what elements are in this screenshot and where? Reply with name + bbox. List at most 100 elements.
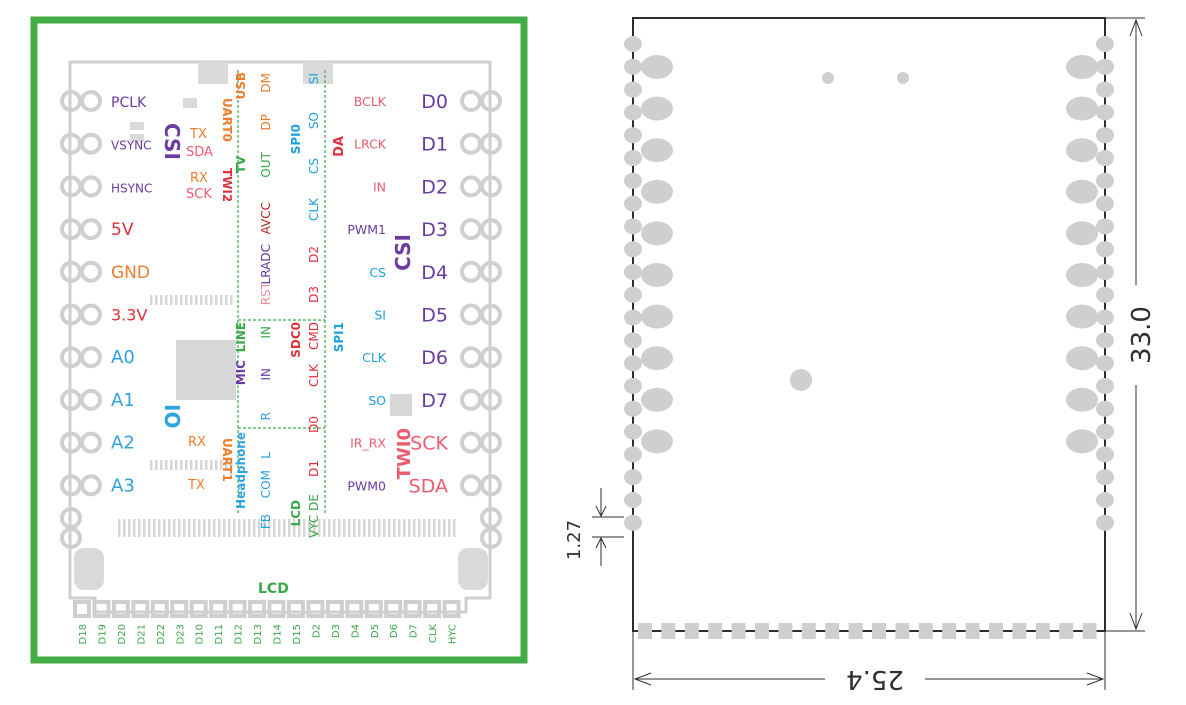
- hatch-tick: [193, 519, 196, 537]
- hatch-tick: [238, 519, 241, 537]
- sdc0-d1-label: D1: [307, 460, 321, 477]
- left-inner-pad: [641, 96, 673, 121]
- bottom-pad: [73, 600, 91, 618]
- bottom-pin-label: CLK: [428, 624, 439, 644]
- hatch-tick: [443, 519, 446, 537]
- line-group-label: LINE: [234, 322, 248, 352]
- spi0-group-label: SPI0: [289, 124, 303, 154]
- module-outline: [632, 17, 1106, 632]
- bottom-edge-pad: [1035, 623, 1050, 639]
- hatch-tick: [358, 519, 361, 537]
- left-edge-pad: [624, 492, 642, 508]
- right-pin-label: D6: [421, 347, 448, 369]
- hatch-tick: [225, 295, 228, 305]
- csi-left-group-label: CSI: [160, 123, 184, 160]
- left-inner-pad: [80, 175, 102, 198]
- tv-out-label: OUT: [259, 151, 273, 177]
- right-pin-label: D1: [421, 134, 448, 156]
- left-edge-pad: [624, 150, 642, 166]
- inner-pin-label: IR_RX: [350, 436, 386, 451]
- right-edge-pad: [1096, 514, 1114, 531]
- left-pin-label: A0: [111, 347, 135, 368]
- right-edge-pad: [1096, 195, 1114, 212]
- mic-in-label: IN: [259, 368, 273, 381]
- hatch-tick: [438, 519, 441, 537]
- hatch-tick: [153, 519, 156, 537]
- footprint-bottom-pads: [638, 623, 1097, 639]
- hatch-tick: [225, 460, 228, 470]
- sdc0-group-label: SDC0: [289, 322, 303, 358]
- hatch-tick: [383, 519, 386, 537]
- sdc0-d3-label: D3: [307, 286, 321, 303]
- left-pin-label: 3.3V: [111, 306, 147, 325]
- hatch-tick: [155, 295, 158, 305]
- left-inner-pad: [80, 388, 102, 411]
- hatch-tick: [148, 519, 151, 537]
- width-arrow-right: [1086, 672, 1105, 686]
- hatch-tick: [163, 519, 166, 537]
- hatch-tick: [388, 519, 391, 537]
- left-pin-header: [60, 90, 102, 549]
- hatch-tick: [278, 519, 281, 537]
- left-pin-label: GND: [111, 263, 150, 283]
- hatch-tick: [200, 295, 203, 305]
- width-arrow-left: [633, 672, 652, 686]
- lcd-vertical-group-label: LCD: [289, 500, 303, 526]
- lcd-bottom-label: LCD: [258, 581, 289, 597]
- fiducial-3: [790, 369, 812, 391]
- left-edge-pad: [624, 423, 642, 440]
- left-edge-pad: [624, 104, 642, 121]
- right-edge-pad: [1096, 332, 1114, 349]
- spi0-cs-label: CS: [307, 158, 321, 174]
- hatch-tick: [230, 295, 233, 305]
- footprint-right-pads: [1066, 36, 1114, 531]
- uart0-group-label: UART0: [220, 98, 234, 142]
- right-inner-pad: [1066, 387, 1098, 412]
- sdc0-clk-label: CLK: [307, 363, 321, 387]
- inner-pin-label: LRCK: [354, 137, 387, 152]
- left-edge-pad: [624, 400, 642, 417]
- bottom-pad: [384, 600, 403, 618]
- sdc0-d0-label: D0: [307, 416, 321, 433]
- right-inner-pad: [1066, 346, 1098, 371]
- bottom-edge-pad: [638, 623, 652, 639]
- hatch-tick: [273, 519, 276, 537]
- left-inner-pad: [80, 431, 102, 454]
- bottom-pin-label: D15: [292, 624, 303, 644]
- mount-block-right: [458, 548, 488, 590]
- bottom-pin-label: D20: [117, 624, 128, 644]
- bottom-pin-label: D6: [389, 624, 400, 638]
- bottom-pad: [442, 600, 461, 618]
- hatch-tick: [353, 519, 356, 537]
- right-extra-pad: [480, 527, 502, 549]
- bottom-pin-label: D11: [214, 624, 225, 644]
- uart0-tx-label: TX: [189, 127, 207, 142]
- inner-pin-label: CS: [369, 265, 386, 280]
- hatch-tick: [213, 519, 216, 537]
- hatch-tick: [220, 460, 223, 470]
- hatch-tick: [160, 295, 163, 305]
- right-edge-pad: [1096, 378, 1114, 394]
- hatch-tick: [338, 519, 341, 537]
- bottom-pad: [209, 600, 228, 618]
- hatch-tick: [328, 519, 331, 537]
- bottom-edge-pad: [778, 623, 793, 639]
- hatch-tick: [313, 519, 316, 537]
- inner-pin-label: IN: [373, 179, 386, 194]
- io-group-label: IO: [160, 404, 184, 428]
- hatch-tick: [453, 519, 456, 537]
- left-inner-pad: [641, 221, 673, 246]
- footprint-left-pads: [624, 36, 673, 531]
- bottom-edge-pad: [1012, 623, 1027, 639]
- bottom-pad: [423, 600, 442, 618]
- right-pin-label: D5: [421, 305, 448, 327]
- hatch-tick: [408, 519, 411, 537]
- hatch-tick: [185, 460, 188, 470]
- left-inner-pad: [80, 346, 102, 369]
- left-pin-label: 5V: [111, 220, 134, 240]
- right-inner-pad: [1066, 221, 1098, 246]
- bottom-pad: [150, 600, 169, 618]
- right-edge-pad: [1096, 355, 1114, 372]
